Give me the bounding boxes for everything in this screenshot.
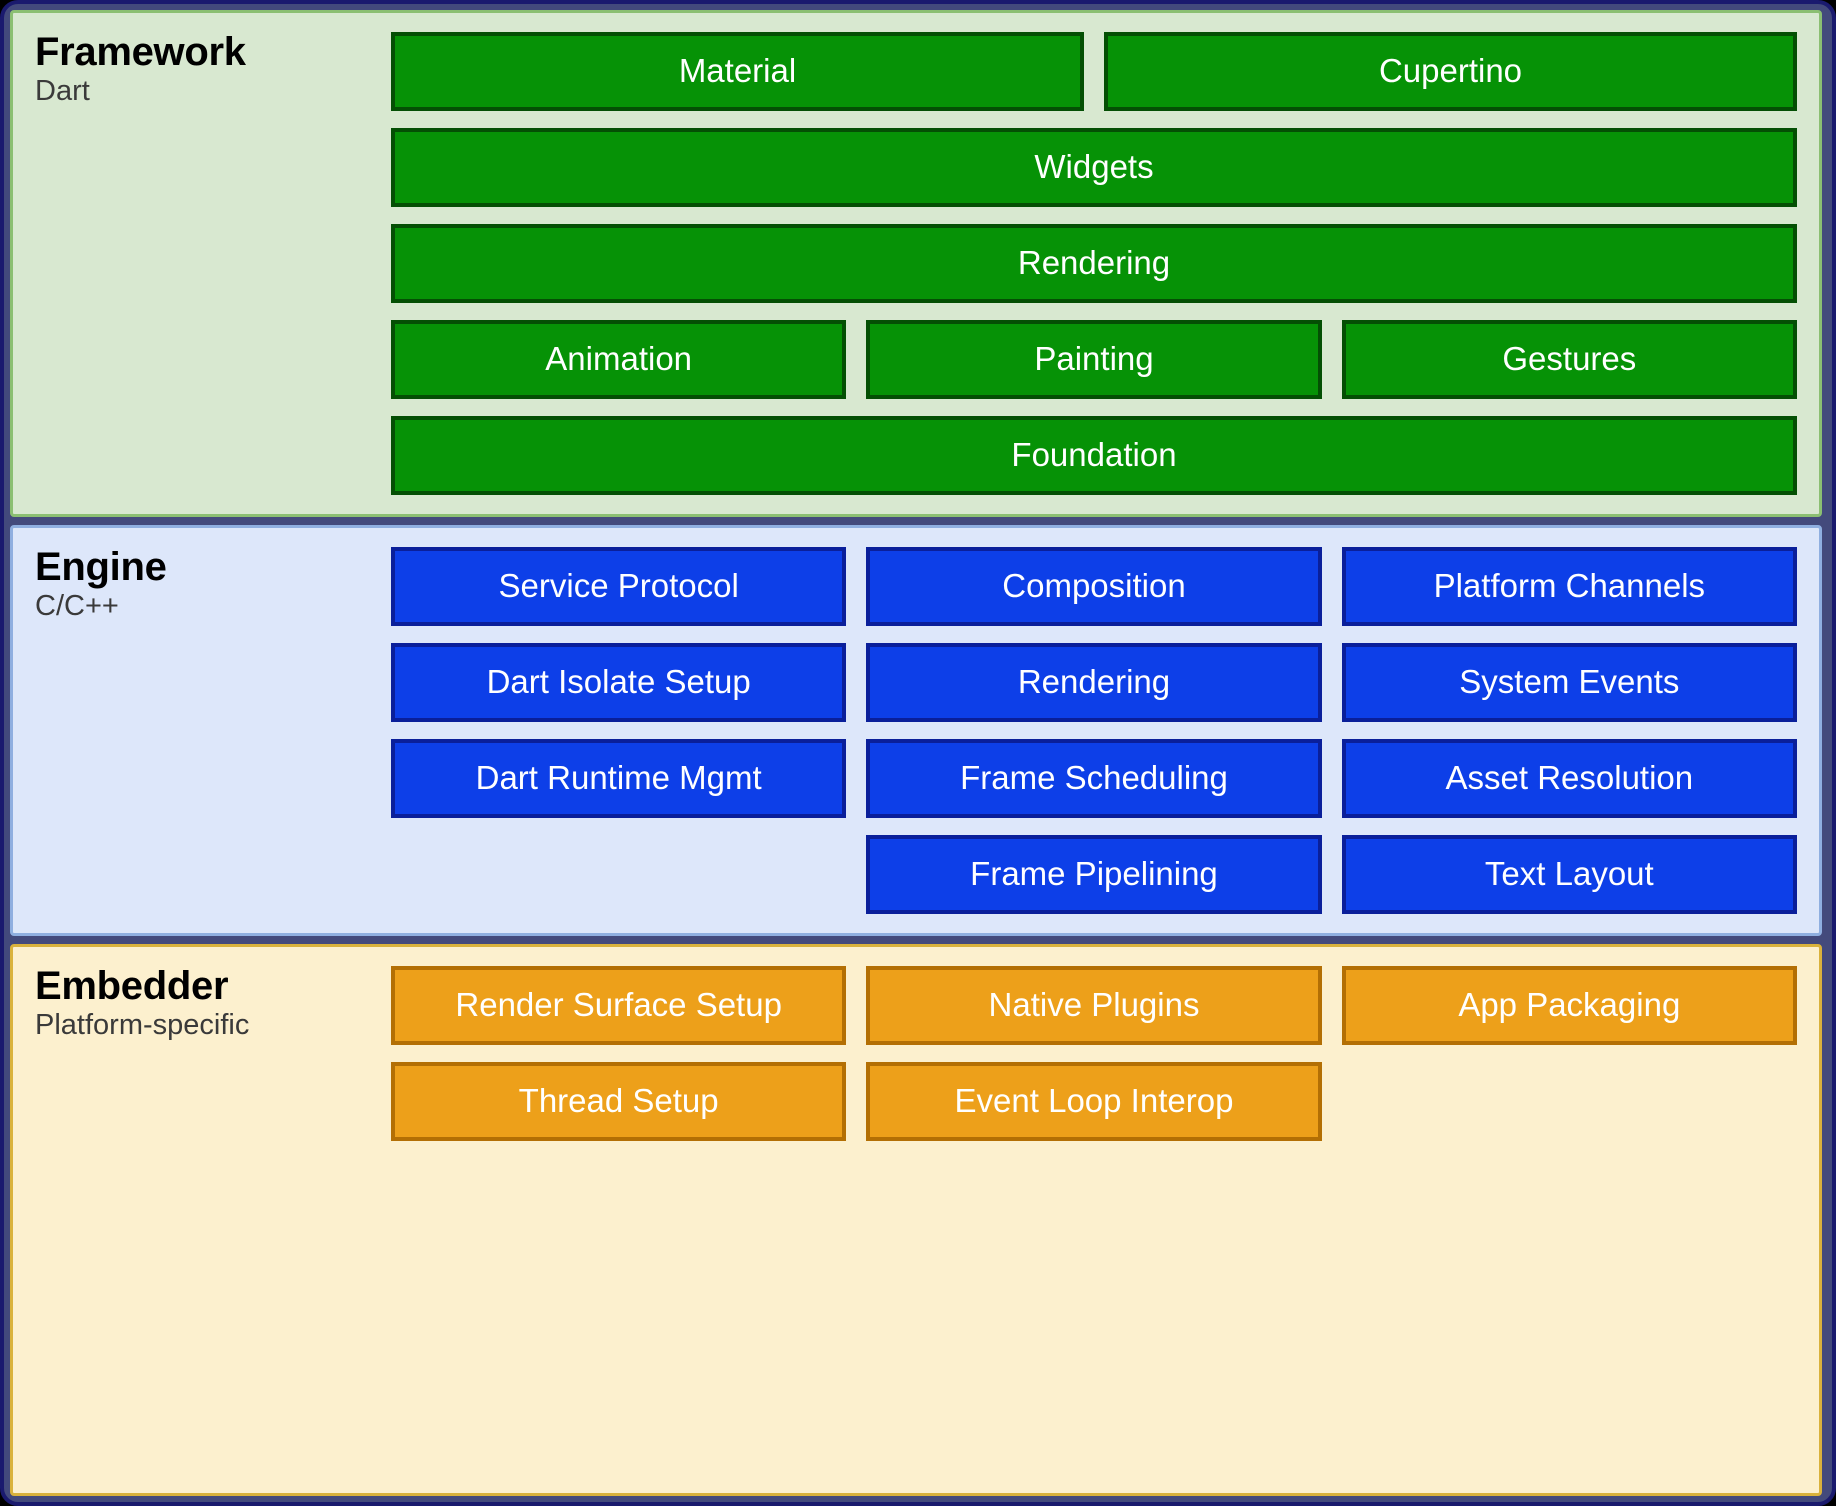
engine-box-dart-isolate-setup[interactable]: Dart Isolate Setup [391,643,847,722]
engine-box-composition[interactable]: Composition [866,547,1322,626]
framework-row-1: Material Cupertino [391,32,1797,111]
engine-box-platform-channels[interactable]: Platform Channels [1341,547,1797,626]
engine-box-dart-runtime-mgmt[interactable]: Dart Runtime Mgmt [391,739,847,818]
layer-framework-body: Material Cupertino Widgets Rendering Ani… [391,13,1819,514]
layer-embedder-subtitle: Platform-specific [35,1009,250,1042]
engine-box-spacer [391,835,846,914]
framework-box-cupertino[interactable]: Cupertino [1104,32,1797,111]
layer-engine: Engine C/C++ Service Protocol Compositio… [10,525,1822,936]
framework-row-2: Widgets [391,128,1797,207]
layer-engine-body: Service Protocol Composition Platform Ch… [391,528,1819,933]
framework-box-material[interactable]: Material [391,32,1084,111]
framework-box-rendering[interactable]: Rendering [391,224,1797,303]
engine-box-rendering[interactable]: Rendering [866,643,1322,722]
embedder-row-2: Thread Setup Event Loop Interop [391,1062,1797,1141]
engine-row-1: Service Protocol Composition Platform Ch… [391,547,1797,626]
framework-row-3: Rendering [391,224,1797,303]
layer-engine-title: Engine [35,545,167,589]
framework-box-foundation[interactable]: Foundation [391,416,1797,495]
embedder-box-app-packaging[interactable]: App Packaging [1341,966,1797,1045]
engine-box-frame-scheduling[interactable]: Frame Scheduling [866,739,1322,818]
embedder-box-native-plugins[interactable]: Native Plugins [866,966,1322,1045]
embedder-box-spacer [1342,1062,1797,1141]
layer-embedder-title: Embedder [35,964,229,1008]
layer-embedder-body: Render Surface Setup Native Plugins App … [391,947,1819,1167]
engine-row-4: Frame Pipelining Text Layout [391,835,1797,914]
engine-box-asset-resolution[interactable]: Asset Resolution [1341,739,1797,818]
engine-box-system-events[interactable]: System Events [1341,643,1797,722]
layer-framework-subtitle: Dart [35,75,90,108]
layer-embedder-header: Embedder Platform-specific [13,947,391,1043]
layer-engine-header: Engine C/C++ [13,528,391,624]
framework-row-5: Foundation [391,416,1797,495]
framework-box-painting[interactable]: Painting [866,320,1322,399]
engine-row-3: Dart Runtime Mgmt Frame Scheduling Asset… [391,739,1797,818]
layer-engine-subtitle: C/C++ [35,590,119,623]
layer-embedder: Embedder Platform-specific Render Surfac… [10,944,1822,1496]
framework-box-gestures[interactable]: Gestures [1341,320,1797,399]
embedder-box-event-loop-interop[interactable]: Event Loop Interop [866,1062,1322,1141]
embedder-box-render-surface-setup[interactable]: Render Surface Setup [391,966,847,1045]
embedder-box-thread-setup[interactable]: Thread Setup [391,1062,847,1141]
framework-row-4: Animation Painting Gestures [391,320,1797,399]
framework-box-animation[interactable]: Animation [391,320,847,399]
engine-box-text-layout[interactable]: Text Layout [1341,835,1797,914]
engine-row-2: Dart Isolate Setup Rendering System Even… [391,643,1797,722]
engine-box-service-protocol[interactable]: Service Protocol [391,547,847,626]
layer-framework-header: Framework Dart [13,13,391,109]
engine-box-frame-pipelining[interactable]: Frame Pipelining [866,835,1322,914]
layer-framework: Framework Dart Material Cupertino Widget… [10,10,1822,517]
layer-framework-title: Framework [35,30,246,74]
embedder-row-1: Render Surface Setup Native Plugins App … [391,966,1797,1045]
framework-box-widgets[interactable]: Widgets [391,128,1797,207]
